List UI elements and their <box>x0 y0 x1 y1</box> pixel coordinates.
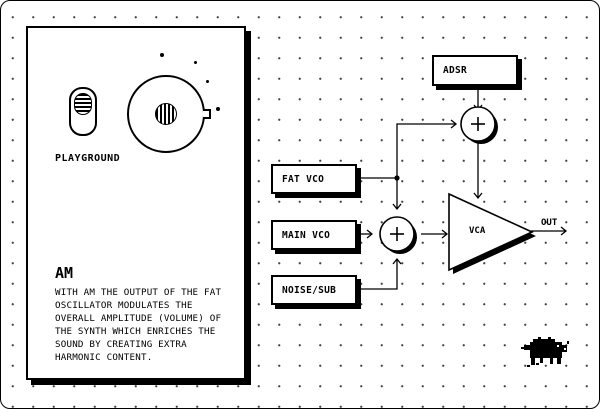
fat-vco-label: FAT VCO <box>282 173 325 185</box>
plus-icon <box>390 227 404 241</box>
arrow-head <box>441 229 449 239</box>
out-label: OUT <box>541 218 558 228</box>
vca-triangle <box>448 192 534 272</box>
pig-eye <box>557 345 566 350</box>
panel-title: AM <box>55 264 74 282</box>
noise-sub-label: NOISE/SUB <box>282 284 337 296</box>
arrow-head <box>366 229 374 239</box>
vca-label: VCA <box>469 226 486 236</box>
panel-description: WITH AM THE OUTPUT OF THE FAT OSCILLATOR… <box>55 287 222 363</box>
noise-sub-connector <box>356 259 398 290</box>
arrow-head <box>392 203 402 211</box>
adsr-label: ADSR <box>443 65 468 76</box>
knob-scale-dot <box>206 80 209 83</box>
junction-dot <box>394 175 400 181</box>
arrow-head <box>392 257 402 265</box>
noise-sub-module[interactable]: NOISE/SUB <box>271 275 357 305</box>
knob-center <box>155 103 177 125</box>
arrow-head <box>450 119 458 129</box>
fat-vco-module[interactable]: FAT VCO <box>271 164 357 194</box>
fat-vco-am-path <box>396 123 456 178</box>
adsr-module[interactable]: ADSR <box>432 55 518 86</box>
arrow-head <box>560 226 568 236</box>
info-panel: PLAYGROUND AM WITH AM THE OUTPUT OF THE … <box>26 26 246 380</box>
arrow-head <box>473 192 483 200</box>
knob-scale-dot <box>160 53 164 57</box>
am-toggle-switch[interactable] <box>69 87 97 136</box>
knob-scale-dot <box>194 61 197 64</box>
knob-pointer <box>203 109 211 119</box>
plus-icon <box>471 117 485 131</box>
switch-grip[interactable] <box>74 93 92 115</box>
pig-logo-icon <box>521 337 569 367</box>
playground-label: PLAYGROUND <box>55 153 121 164</box>
knob-scale-dot <box>216 107 220 111</box>
main-vco-label: MAIN VCO <box>282 229 331 241</box>
main-vco-module[interactable]: MAIN VCO <box>271 220 357 250</box>
am-amount-knob[interactable] <box>127 75 211 153</box>
